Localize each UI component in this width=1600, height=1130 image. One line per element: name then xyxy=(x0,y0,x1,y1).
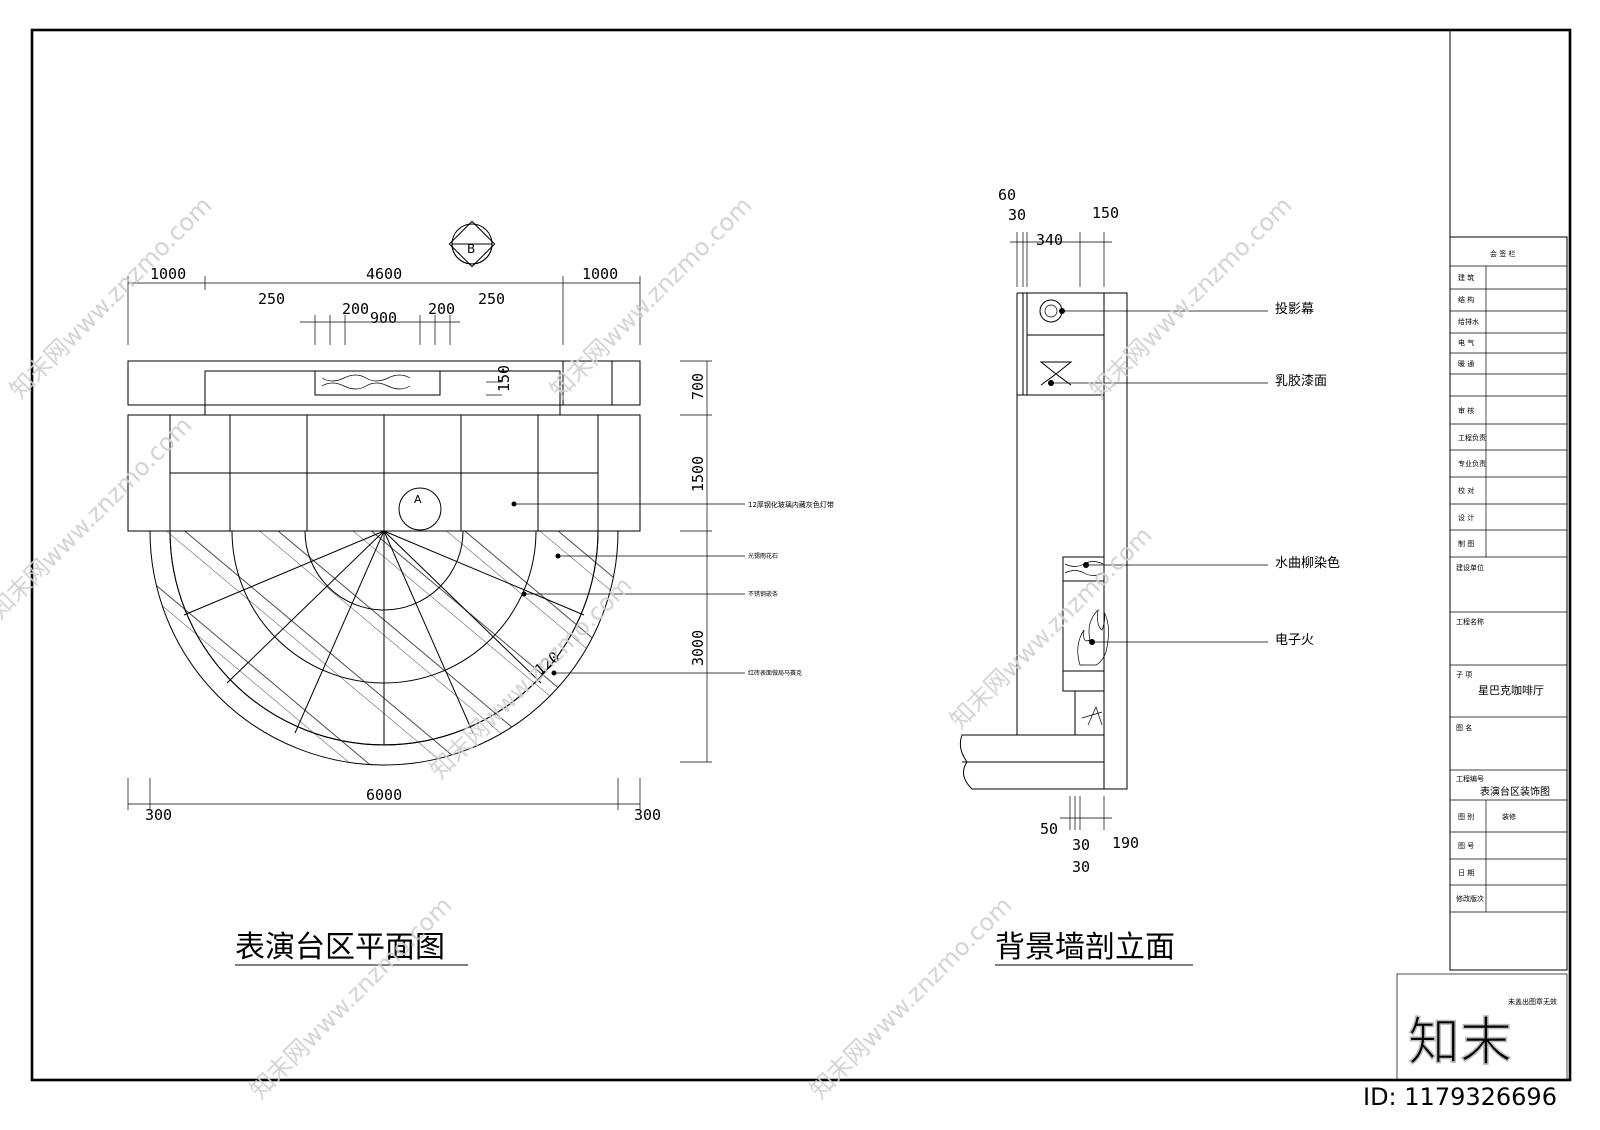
tb-role-2: 工程负责 xyxy=(1458,433,1486,442)
section-dim-bottom-2: 30 xyxy=(1072,836,1090,854)
tb-drawing-name-label: 图 名 xyxy=(1456,723,1472,732)
tb-project-name: 工程名称 xyxy=(1456,617,1484,626)
stamp-box xyxy=(1396,973,1568,1081)
plan-dim-top-3: 1000 xyxy=(582,265,618,283)
plan-note-2: 光锡雨花石 xyxy=(748,552,778,560)
title-block-inner xyxy=(1449,236,1568,971)
plan-dim-inner-3: 900 xyxy=(370,309,397,327)
watermark-id: ID: 1179326696 xyxy=(1363,1083,1557,1111)
tb-drawing-no: 图 号 xyxy=(1458,842,1474,850)
title-block xyxy=(1450,265,1567,913)
section-note-2: 乳胶漆面 xyxy=(1275,373,1327,389)
plan-note-1: 12厚钢化玻璃内藏灰色灯带 xyxy=(748,500,834,509)
tb-role-4: 校 对 xyxy=(1458,486,1474,495)
plan-dim-right-1: 700 xyxy=(689,373,707,400)
tb-role-3: 专业负责 xyxy=(1458,459,1486,468)
tb-sub-item-label: 子 项 xyxy=(1456,671,1472,679)
plan-dim-bottom-2: 6000 xyxy=(366,786,402,804)
tb-project-no: 工程编号 xyxy=(1456,774,1484,783)
plan-dim-inner-5: 250 xyxy=(478,290,505,308)
tb-role-1: 审 核 xyxy=(1458,406,1474,415)
section-title: 背景墙剖立面 xyxy=(995,930,1175,965)
watermark-logo: 知末 xyxy=(1408,1013,1512,1073)
tb-sign-5: 暖 通 xyxy=(1458,359,1474,368)
plan-dim-inner-2: 200 xyxy=(342,300,369,318)
plan-right-block xyxy=(562,360,613,406)
tb-date: 日 期 xyxy=(1458,869,1474,877)
outer-border xyxy=(30,28,1572,1082)
tb-drawing-name-value: 表演台区装饰图 xyxy=(1480,785,1550,798)
tb-sign-1: 建 筑 xyxy=(1458,273,1474,282)
section-marker-a-label: A xyxy=(414,493,422,506)
plan-dim-inner-1: 250 xyxy=(258,290,285,308)
section-dim-top-3: 340 xyxy=(1036,231,1063,249)
tb-role-6: 制 图 xyxy=(1458,539,1474,548)
section-drawing xyxy=(959,292,1128,790)
section-dim-bottom-3: 30 xyxy=(1072,858,1090,876)
section-dim-top-2: 30 xyxy=(1008,206,1026,224)
projector-screen-roll xyxy=(1039,299,1063,323)
stamp-note: 未盖出图章无效 xyxy=(1508,997,1557,1006)
plan-dim-top-2: 4600 xyxy=(366,265,402,283)
plan-dim-bottom-1: 300 xyxy=(145,806,172,824)
section-note-3: 水曲柳染色 xyxy=(1275,555,1340,571)
section-light-fixture xyxy=(1039,361,1073,386)
section-note-4: 电子火 xyxy=(1275,633,1314,648)
watermark-text-8: 知末网www.znzmo.com xyxy=(804,891,1017,1104)
electronic-fire-icon xyxy=(1077,609,1109,726)
plan-mosaic-right xyxy=(597,414,641,532)
section-dimensions xyxy=(1010,232,1112,830)
tb-header: 会 签 栏 xyxy=(1490,249,1515,258)
tb-sub-item-value: 星巴克咖啡厅 xyxy=(1478,683,1544,697)
plan-dimensions xyxy=(127,276,712,810)
watermark-text-2: 知末网www.znzmo.com xyxy=(544,191,757,404)
watermark-text-7: 知末网www.znzmo.com xyxy=(244,891,457,1104)
plan-dim-top-1: 1000 xyxy=(150,265,186,283)
section-note-1: 投影幕 xyxy=(1275,301,1314,317)
tb-construction-unit: 建设单位 xyxy=(1456,563,1484,572)
plan-note-4: 红砖表面做局马赛克 xyxy=(748,669,802,677)
watermark-text-1: 知末网www.znzmo.com xyxy=(4,191,217,404)
section-dim-top-1: 60 xyxy=(998,186,1016,204)
plan-dim-right-3: 3000 xyxy=(689,630,707,666)
tb-category-value: 装修 xyxy=(1502,812,1516,821)
plan-stage-outline xyxy=(169,530,599,746)
section-dim-bottom-1: 50 xyxy=(1040,820,1058,838)
section-marker-b-label: B xyxy=(467,242,475,256)
tb-revision: 修改版次 xyxy=(1456,894,1484,903)
tb-category-label: 图 别 xyxy=(1458,812,1474,821)
section-dim-top-4: 150 xyxy=(1092,204,1119,222)
tb-role-5: 设 计 xyxy=(1458,513,1474,522)
plan-back-wall xyxy=(127,360,641,406)
plan-note-3: 不锈钢嵌条 xyxy=(748,590,778,598)
plan-dim-bottom-3: 300 xyxy=(634,806,661,824)
section-floor xyxy=(959,734,1105,790)
plan-dim-150: 150 xyxy=(495,365,513,392)
section-wall xyxy=(1103,292,1128,790)
plan-dim-inner-4: 200 xyxy=(428,300,455,318)
plan-title: 表演台区平面图 xyxy=(235,930,445,965)
watermark-text-6: 知末网www.znzmo.com xyxy=(944,521,1157,734)
section-dim-bottom-4: 190 xyxy=(1112,834,1139,852)
plan-projector-box xyxy=(314,370,441,396)
watermark-text-3: 知末网www.znzmo.com xyxy=(1084,191,1297,404)
tb-sign-2: 结 构 xyxy=(1458,295,1474,304)
section-marker-b: B xyxy=(448,220,496,268)
tb-sign-3: 给排水 xyxy=(1458,317,1479,326)
tb-sign-4: 电 气 xyxy=(1458,338,1474,347)
section-marker-a xyxy=(398,487,442,531)
section-leaders xyxy=(1048,308,1268,645)
plan-leaders xyxy=(511,501,745,676)
plan-dim-right-2: 1500 xyxy=(689,456,707,492)
